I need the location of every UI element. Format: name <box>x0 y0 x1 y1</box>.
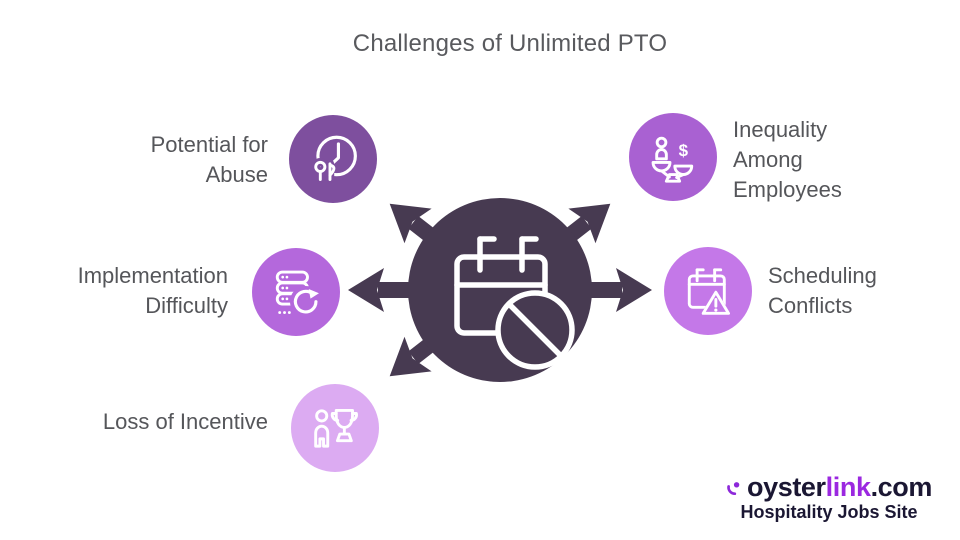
brand-oyster: oyster <box>747 472 826 503</box>
logo-tagline: Hospitality Jobs Site <box>740 502 918 523</box>
satellite-loss-of-incentive <box>291 384 379 472</box>
brand-text: oysterlink.com <box>747 474 932 501</box>
server-sync-icon <box>275 270 322 318</box>
person-trophy-icon <box>314 409 358 448</box>
label-inequality: Inequality Among Employees <box>733 117 842 202</box>
brand-dotcom: .com <box>870 472 933 503</box>
satellite-inequality: $ <box>629 113 717 201</box>
oysterlink-pearl-icon <box>727 482 740 495</box>
oysterlink-logo: oysterlink.com Hospitality Jobs Site <box>726 474 932 524</box>
central-hub <box>330 120 670 460</box>
clock-abuse-icon <box>311 135 357 184</box>
dollar-glyph: $ <box>679 141 689 160</box>
satellite-scheduling <box>664 247 752 335</box>
label-loss-of-incentive: Loss of Incentive <box>102 409 268 434</box>
calendar-blocked-icon <box>348 198 652 382</box>
satellite-implementation <box>252 248 340 336</box>
label-potential-for-abuse: Potential for Abuse <box>150 132 268 187</box>
calendar-warning-icon <box>687 268 731 315</box>
balance-scale-icon: $ <box>651 136 694 183</box>
page-title: Challenges of Unlimited PTO <box>352 30 668 57</box>
label-scheduling: Scheduling Conflicts <box>768 263 877 318</box>
label-implementation: Implementation Difficulty <box>77 263 228 318</box>
brand-link: link <box>825 472 871 503</box>
satellite-potential-for-abuse <box>289 115 377 203</box>
